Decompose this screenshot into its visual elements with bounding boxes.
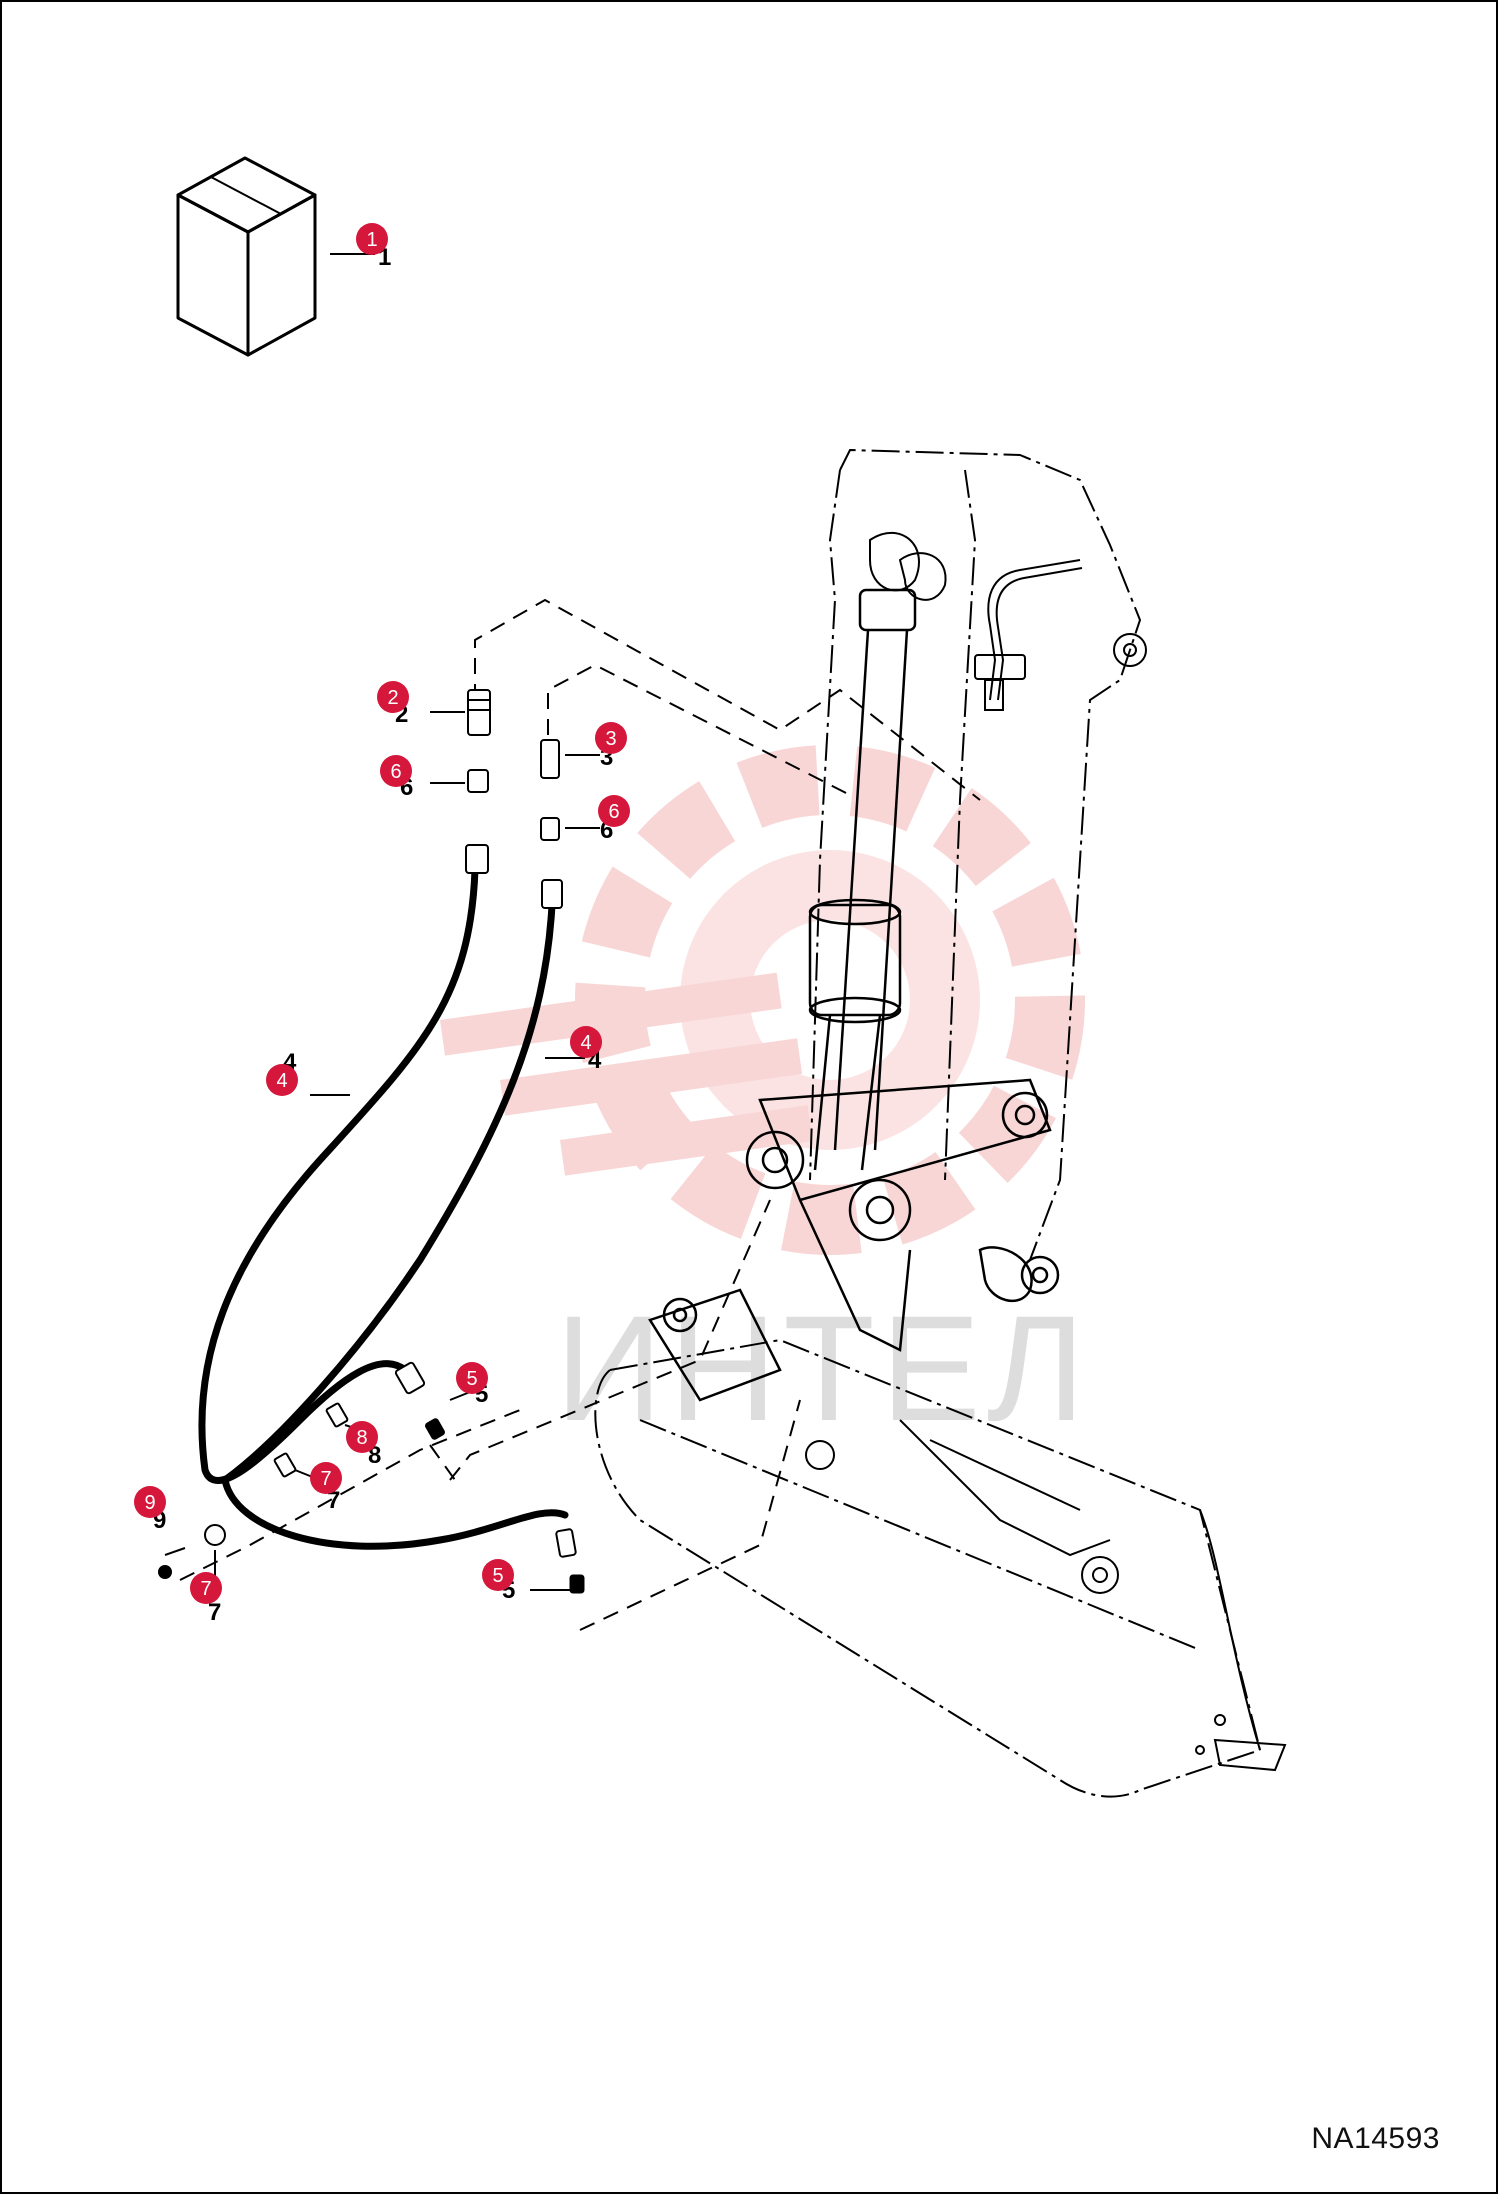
callout-5-lower: 5: [482, 1559, 514, 1591]
svg-text:2: 2: [387, 687, 398, 709]
svg-text:4: 4: [276, 1070, 287, 1092]
kit-box-icon: [176, 156, 317, 357]
svg-text:5: 5: [492, 1565, 503, 1587]
fitting-2-icon: [467, 689, 491, 736]
callout-4-left: 4: [266, 1064, 298, 1096]
callout-7-lower: 7: [190, 1572, 222, 1604]
bucket: [594, 1338, 1287, 1798]
callout-5-upper: 5: [456, 1362, 488, 1394]
svg-text:6: 6: [390, 761, 401, 783]
hose-4-left: [198, 866, 479, 1484]
svg-text:9: 9: [144, 1492, 155, 1514]
callout-4-right: 4: [570, 1026, 602, 1058]
svg-text:4: 4: [580, 1032, 591, 1054]
svg-text:3: 3: [605, 728, 616, 750]
callout-6-right: 6: [598, 795, 630, 827]
leader-lines: [164, 711, 600, 1591]
hose-ends: [394, 844, 577, 1558]
svg-text:7: 7: [327, 1487, 340, 1514]
clamp-parts-icon: [158, 1402, 349, 1579]
callout-8: 8: [346, 1421, 378, 1453]
plain-part-numbers: 1 2 3 6 6 4 4 5 5 8 7 9 7: [153, 244, 613, 1626]
callout-1: 1: [356, 223, 388, 255]
svg-text:5: 5: [466, 1368, 477, 1390]
boom-arm: [809, 448, 1147, 1261]
watermark-text: ИНТЕЛ: [555, 1284, 1091, 1452]
callout-2: 2: [377, 681, 409, 713]
fitting-6-icon: [467, 769, 560, 841]
hose-4-right: [221, 901, 569, 1550]
callout-3: 3: [595, 722, 627, 754]
svg-text:7: 7: [200, 1578, 211, 1600]
svg-text:7: 7: [208, 1599, 221, 1626]
svg-text:1: 1: [366, 229, 377, 251]
svg-text:8: 8: [356, 1427, 367, 1449]
drawing-code: NA14593: [1311, 2122, 1440, 2155]
svg-text:6: 6: [608, 801, 619, 823]
callout-6-left: 6: [380, 755, 412, 787]
callout-7-upper: 7: [310, 1462, 342, 1494]
fitting-3-icon: [540, 739, 560, 779]
bucket-linkage: [648, 1078, 1060, 1402]
callout-9: 9: [134, 1486, 166, 1518]
svg-text:7: 7: [320, 1468, 331, 1490]
fitting-5-icon: [425, 1418, 585, 1594]
auxiliary-tube: [974, 559, 1083, 711]
